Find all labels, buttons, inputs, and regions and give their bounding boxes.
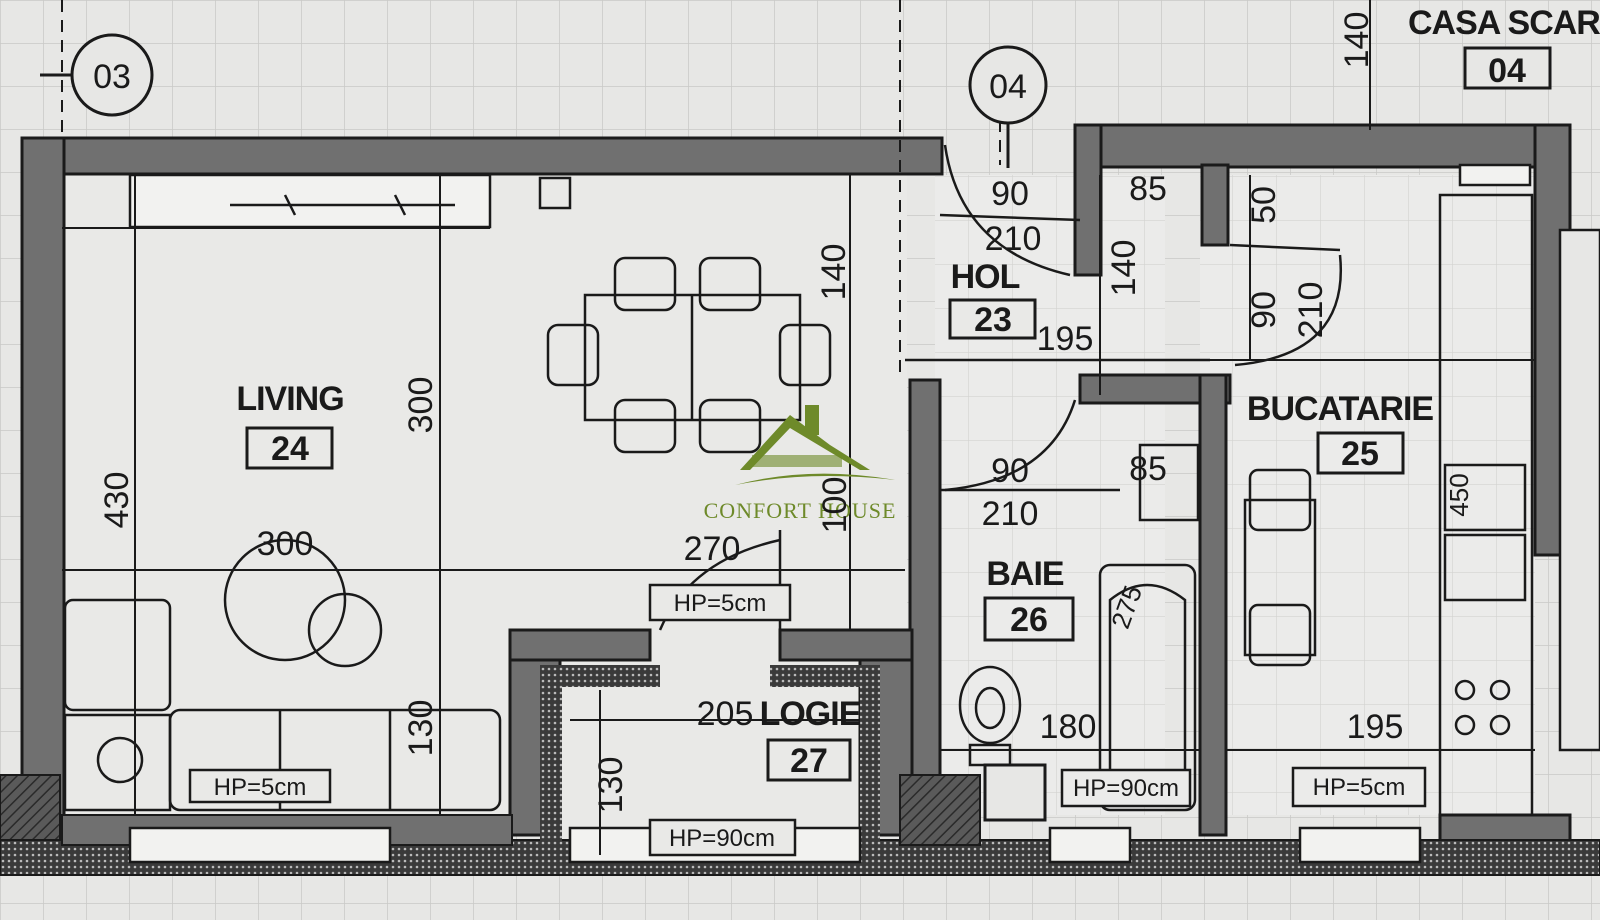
- dim-hol-140: 140: [1105, 240, 1143, 297]
- room-logie-number: 27: [790, 742, 828, 780]
- dim-living-height: 430: [98, 472, 136, 529]
- thin-partitions: [62, 175, 1535, 855]
- room-bucatarie-name: BUCATARIE: [1247, 390, 1433, 428]
- room-baie-name: BAIE: [986, 555, 1064, 593]
- kitchen-door-swing: [1234, 254, 1343, 367]
- tv-unit: [230, 194, 455, 216]
- washbasin: [1138, 443, 1200, 522]
- room-baie-number: 26: [1010, 601, 1048, 639]
- dim-living-width: 270: [684, 530, 741, 568]
- stair-room-number: 04: [1488, 52, 1526, 90]
- dim-hol-195: 195: [1037, 320, 1094, 358]
- living-furniture: [63, 176, 832, 812]
- dim-hol-85: 85: [1129, 170, 1167, 208]
- dim-living-sill: 130: [402, 700, 440, 757]
- hp-logie-window: HP=90cm: [669, 825, 775, 852]
- socket-box: [538, 176, 572, 210]
- axis-lines: [61, 0, 1001, 380]
- wall-mid-left: [908, 378, 942, 837]
- coffee-table: [307, 592, 383, 668]
- stair-header: CASA SCARI 04 140: [1338, 0, 1600, 130]
- room-hol-number: 23: [974, 301, 1012, 339]
- dim-bath-door-w: 90: [991, 452, 1029, 490]
- dim-kitchen-50: 50: [1245, 186, 1283, 224]
- wall-bath-right: [1198, 373, 1228, 837]
- dim-kitchen-195: 195: [1347, 708, 1404, 746]
- toilet: [958, 665, 1022, 745]
- hp-living-door: HP=5cm: [674, 590, 767, 617]
- dim-hol-door-h: 210: [985, 220, 1042, 258]
- walls: [20, 123, 1572, 857]
- dim-dining-140: 140: [815, 244, 853, 301]
- dim-kitchen-door-w: 90: [1245, 291, 1283, 329]
- room-floors: [62, 175, 1535, 855]
- room-labels: LIVING 24 HOL 23 BUCATARIE 25 BAIE 26 LO…: [236, 258, 1434, 782]
- wall-logie-top-right: [778, 628, 914, 662]
- axis-label-03: 03: [93, 58, 131, 96]
- dim-kitchen-450: 450: [1444, 473, 1474, 516]
- axis-marker-03: 03: [40, 33, 154, 117]
- wall-kitchen-stub: [1200, 163, 1230, 247]
- dim-bath-door-h: 210: [982, 495, 1039, 533]
- dim-logie-205: 205: [697, 695, 754, 733]
- dimension-labels: 430 300 300 270 130 140 100 90 210 85 14…: [98, 170, 1474, 813]
- room-living-name: LIVING: [236, 380, 343, 418]
- hp-living-window: HP=5cm: [214, 774, 307, 801]
- sink: [1443, 533, 1527, 602]
- dim-bath-85: 85: [1129, 450, 1167, 488]
- dim-dining-100: 100: [816, 477, 854, 534]
- fridge: [1443, 463, 1527, 532]
- dim-kitchen-door-h: 210: [1292, 282, 1330, 339]
- wall-logie-top-left: [508, 628, 652, 662]
- house-logo-icon: [735, 405, 895, 485]
- wall-hol-left: [1073, 123, 1103, 277]
- hob: [1454, 679, 1511, 736]
- dim-bath-180: 180: [1040, 708, 1097, 746]
- room-hol-name: HOL: [951, 258, 1020, 296]
- hp-bath-window: HP=90cm: [1073, 775, 1179, 802]
- round-rug: [223, 538, 347, 662]
- bath-fixtures: [958, 443, 1200, 822]
- wall-left: [20, 136, 66, 840]
- dim-living-round: 300: [257, 525, 314, 563]
- stair-dim: 140: [1338, 12, 1376, 69]
- kitchen-table: [1243, 498, 1317, 657]
- counter: [1438, 193, 1534, 817]
- axis-label-04: 04: [989, 68, 1027, 106]
- window-labels: HP=5cm HP=5cm HP=90cm HP=90cm HP=5cm: [188, 583, 1427, 857]
- bathtub: [1098, 563, 1197, 812]
- side-table: [63, 713, 172, 812]
- dining-chairs: [546, 256, 832, 454]
- axis-marker-04: 04: [968, 45, 1048, 168]
- room-logie-name: LOGIE: [760, 695, 861, 733]
- room-living-number: 24: [271, 430, 309, 468]
- entry-door-swing: [943, 144, 1071, 277]
- armchair: [63, 598, 172, 712]
- dim-logie-130: 130: [592, 757, 630, 814]
- dim-hol-door-w: 90: [991, 175, 1029, 213]
- room-bucatarie-number: 25: [1341, 435, 1379, 473]
- hp-kitchen-window: HP=5cm: [1313, 774, 1406, 801]
- shaft: [983, 763, 1047, 822]
- lamp: [96, 736, 144, 784]
- kitchen-fixtures: [1243, 193, 1534, 817]
- wall-top-right: [1073, 123, 1572, 169]
- watermark: CONFORT HOUSE: [704, 405, 897, 523]
- stair-room-label: CASA SCARI: [1408, 4, 1600, 42]
- dim-living-mid: 300: [402, 377, 440, 434]
- bath-door-swing: [944, 399, 1077, 492]
- watermark-text: CONFORT HOUSE: [704, 498, 897, 523]
- wall-top-living: [20, 136, 944, 176]
- door-swings: [658, 144, 1343, 631]
